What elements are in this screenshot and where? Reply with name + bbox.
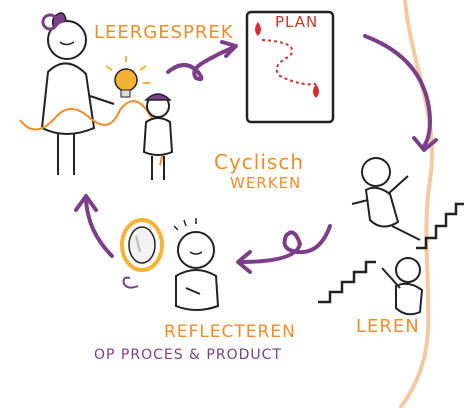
child-figure <box>142 93 174 180</box>
arrow-to-leren-head <box>412 136 438 152</box>
arrow-to-reflecteren-head <box>236 250 252 274</box>
stairs-lower <box>318 260 376 304</box>
label-plan: Plan <box>275 13 319 31</box>
climber-top <box>351 157 421 241</box>
stairs-upper <box>416 202 464 250</box>
lightbulb-icon <box>105 56 150 98</box>
teacher-figure <box>40 12 115 175</box>
climber-bottom <box>381 257 424 316</box>
label-op-proces-product: op proces & product <box>94 347 282 363</box>
plan-route <box>261 39 317 86</box>
label-leren: Leren <box>356 316 420 337</box>
arrow-to-reflecteren <box>238 224 332 264</box>
arrow-to-plan <box>166 46 234 82</box>
reflecting-figure <box>173 218 220 311</box>
arrow-to-leergesprek-head <box>74 194 98 212</box>
label-cyclisch: Cyclisch <box>214 150 305 174</box>
label-reflecteren: Reflecteren <box>164 322 296 342</box>
plan-card <box>245 10 335 124</box>
arrow-to-leergesprek <box>84 198 114 258</box>
label-leergesprek: Leergesprek <box>94 22 234 43</box>
label-werken: werken <box>230 174 302 192</box>
mirror-icon <box>120 218 164 272</box>
small-loop-arrow-icon <box>122 276 139 289</box>
arrow-to-plan-head <box>220 40 238 58</box>
arrow-to-leren <box>363 34 433 148</box>
